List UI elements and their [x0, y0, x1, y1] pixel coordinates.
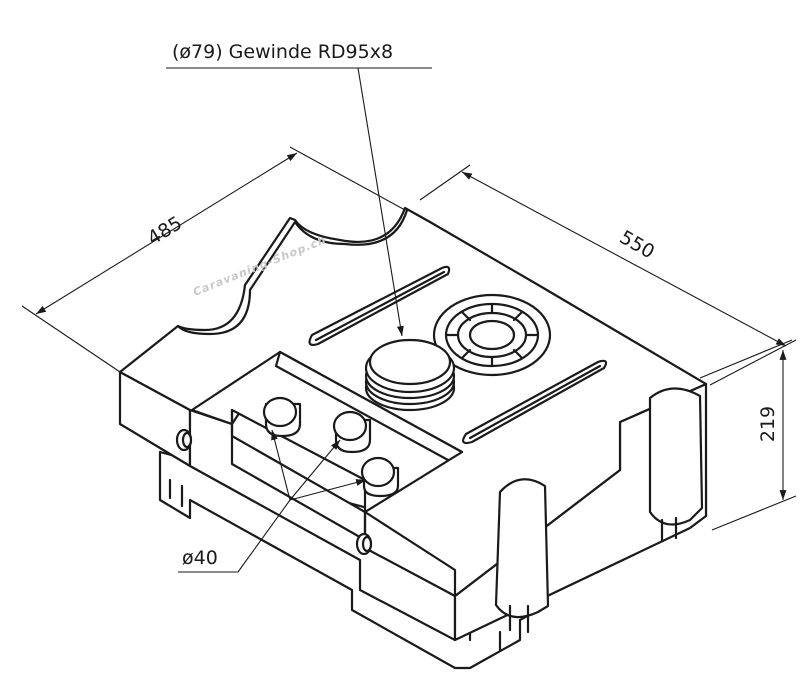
pocket-right-back-slot — [660, 516, 678, 542]
dimension-line-width — [35, 152, 298, 315]
callout-thread-leader — [357, 67, 404, 337]
callout-fitting: ø40 — [178, 429, 367, 573]
fitting-lower — [360, 456, 400, 498]
bolt-left — [175, 428, 193, 452]
filler-cap — [364, 338, 456, 412]
tank-body — [118, 206, 708, 670]
callout-thread: (ø79) Gewinde RD95x8 — [166, 41, 432, 337]
pocket-inner-edge — [274, 350, 450, 462]
vent-ring — [432, 293, 552, 377]
extension-line-right — [289, 146, 406, 211]
extension-line-front — [699, 339, 793, 379]
fitting-middle — [332, 410, 372, 454]
callout-fitting-label: ø40 — [182, 547, 218, 569]
pocket-right-front — [494, 478, 550, 619]
extension-line-left — [21, 305, 121, 373]
slot-right-inner — [468, 364, 602, 440]
callout-fitting-leader-c — [289, 479, 367, 501]
top-rim-cutouts — [176, 208, 409, 336]
fitting-upper-left — [262, 396, 302, 438]
callout-thread-label: (ø79) Gewinde RD95x8 — [172, 41, 393, 63]
callout-fitting-stem — [237, 499, 291, 573]
extension-line-top — [709, 339, 797, 386]
base-notch-left — [168, 478, 184, 508]
dimension-label-height: 219 — [757, 406, 779, 442]
bolt-right — [355, 532, 373, 556]
extension-line-back — [419, 164, 471, 201]
callout-fitting-leader-a — [271, 429, 291, 501]
pocket-right-back — [648, 387, 704, 526]
pocket-inner-wall — [230, 408, 367, 542]
extension-line-bottom — [711, 495, 797, 531]
callout-fitting-leader-b — [289, 439, 341, 501]
dimension-height: 219 — [709, 339, 797, 531]
slot-left-inner — [314, 270, 446, 342]
pocket-right-front-slot — [508, 604, 530, 634]
dimension-line-length — [461, 171, 787, 347]
